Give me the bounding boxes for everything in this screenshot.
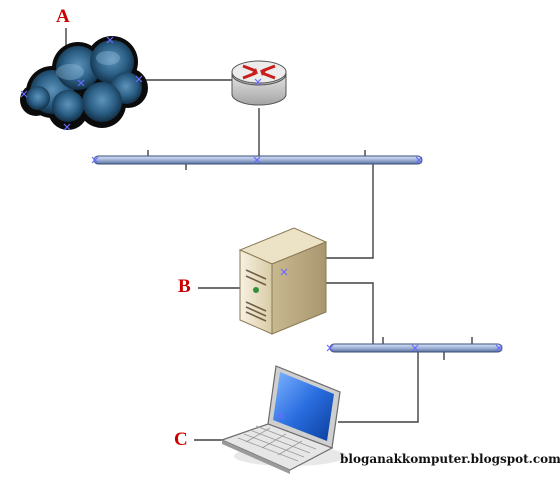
label-b: B [178, 276, 191, 297]
connection-marker [106, 36, 114, 44]
backbone-bus-top [93, 155, 423, 165]
server-bus2-link [326, 282, 374, 345]
connection-marker [91, 156, 99, 164]
connection-marker [277, 412, 285, 420]
connection-marker [415, 156, 423, 164]
router-icon [231, 60, 287, 106]
connection-marker [253, 156, 261, 164]
label-a: A [56, 6, 70, 27]
laptop-icon [220, 365, 346, 474]
label-c: C [174, 429, 188, 450]
connection-marker [326, 344, 334, 352]
server-tower-icon [238, 227, 328, 335]
connection-marker [411, 344, 419, 352]
backbone-bus-bottom [329, 343, 503, 353]
internet-cloud-icon [20, 36, 148, 130]
site-watermark: bloganakkomputer.blogspot.com [340, 452, 560, 466]
connection-marker [280, 268, 288, 276]
bus-server-link [326, 161, 374, 259]
connection-marker [20, 90, 28, 98]
connection-marker [77, 79, 85, 87]
connection-marker [495, 344, 503, 352]
connection-marker [135, 75, 143, 83]
connection-markers [20, 36, 503, 420]
bus2-laptop-link [338, 349, 419, 423]
connection-marker [254, 78, 262, 86]
connection-marker [63, 123, 71, 131]
